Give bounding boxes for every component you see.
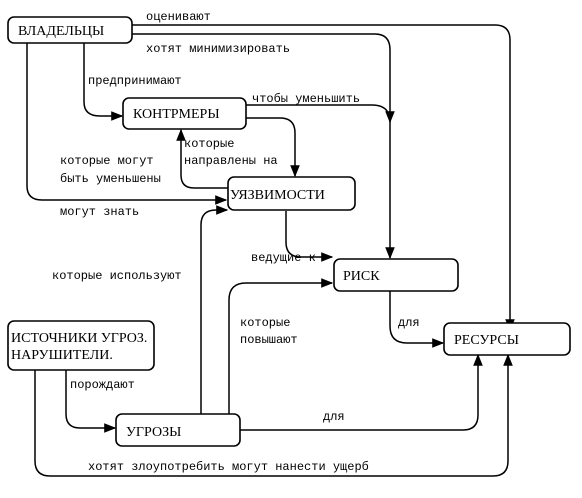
- edge-owners-countermeasures: [83, 42, 124, 121]
- label-want-abuse: хотят злоупотребить могут нанести ущерб: [88, 460, 369, 474]
- edge-owners-vulnerabilities: [26, 42, 228, 205]
- node-countermeasures-label: КОНТРМЕРЫ: [133, 107, 220, 122]
- node-resources: РЕСУРСЫ: [443, 322, 571, 356]
- label-undertake: предпринимают: [88, 74, 182, 88]
- edge-vulnerabilities-countermeasures: [176, 128, 228, 189]
- node-owners-label: ВЛАДЕЛЬЦЫ: [18, 24, 104, 39]
- label-to-reduce: чтобы уменьшить: [252, 92, 360, 106]
- label-may-know: могут знать: [60, 205, 139, 219]
- label-for-threats: для: [323, 410, 345, 424]
- edge-countermeasures-risk: [246, 104, 395, 124]
- node-risk-label: РИСК: [343, 269, 380, 284]
- node-vulnerabilities: УЯЗВИМОСТИ: [227, 176, 356, 211]
- label-lead-to: ведущие к: [251, 251, 316, 265]
- edge-threats-resources: [240, 353, 483, 431]
- node-threats: УГРОЗЫ: [115, 413, 241, 447]
- label-which-2: которые: [240, 316, 290, 330]
- label-increase: повышают: [240, 333, 298, 347]
- edge-risk-resources: [389, 291, 445, 348]
- label-directed-at: направлены на: [184, 154, 278, 168]
- edge-sources-resources: [34, 353, 513, 477]
- label-want-minimize: хотят минимизировать: [146, 42, 290, 56]
- node-resources-label: РЕСУРСЫ: [454, 333, 519, 348]
- node-countermeasures: КОНТРМЕРЫ: [122, 97, 247, 130]
- label-for-risk: для: [398, 316, 420, 330]
- label-which-use: которые используют: [52, 269, 182, 283]
- node-threat-sources: ИСТОЧНИКИ УГРОЗ. НАРУШИТЕЛИ.: [7, 320, 155, 371]
- edge-threats-vulnerabilities: [200, 205, 229, 414]
- node-risk: РИСК: [333, 258, 459, 292]
- label-be-reduced: быть уменьшены: [60, 172, 161, 186]
- edge-countermeasures-vulnerabilities: [246, 117, 300, 178]
- label-generate: порождают: [70, 378, 135, 392]
- node-threat-sources-line1: ИСТОЧНИКИ УГРОЗ.: [11, 331, 147, 346]
- edge-owners-risk: [132, 33, 395, 260]
- node-vulnerabilities-label: УЯЗВИМОСТИ: [230, 188, 325, 203]
- edge-sources-threats: [65, 370, 117, 433]
- node-threat-sources-line2: НАРУШИТЕЛИ.: [11, 348, 113, 363]
- edge-vulnerabilities-risk: [285, 211, 334, 262]
- edge-threats-risk: [228, 278, 334, 414]
- label-which-can: которые могут: [60, 154, 154, 168]
- edge-owners-resources: [132, 24, 515, 332]
- label-evaluate: оценивают: [146, 10, 211, 24]
- label-which-1: которые: [184, 137, 234, 151]
- node-threats-label: УГРОЗЫ: [126, 425, 181, 440]
- node-owners: ВЛАДЕЛЬЦЫ: [7, 16, 133, 44]
